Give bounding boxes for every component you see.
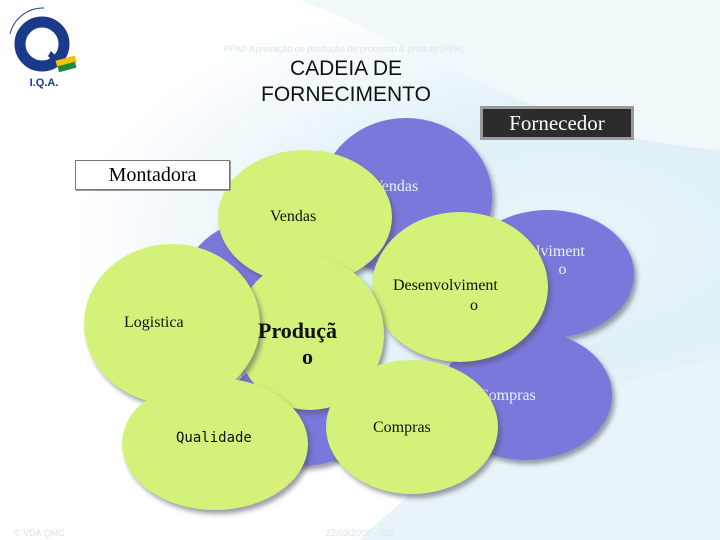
iqa-logo: I.Q.A.: [9, 7, 77, 89]
page-title: CADEIA DE FORNECIMENTO: [236, 56, 456, 108]
assembler-logistica-label: Logistica: [124, 314, 184, 331]
assembler-qualidade-label: Qualidade: [176, 430, 252, 446]
footer-center: 22/03/2008 - 003: [326, 528, 395, 538]
montadora-box: Montadora: [75, 160, 230, 190]
assembler-compras-circle: [326, 360, 498, 494]
title-line-2: FORNECIMENTO: [261, 83, 431, 106]
logo-abbr: I.Q.A.: [30, 77, 59, 89]
fornecedor-box: Fornecedor: [480, 106, 634, 140]
footer-left: © VDA QMC: [14, 528, 65, 538]
assembler-vendas-label: Vendas: [270, 208, 317, 225]
supplier-compras-label: Compras: [478, 387, 536, 404]
assembler-compras-label: Compras: [373, 419, 431, 436]
assembler-logistica-circle: [84, 244, 260, 404]
assembler-desenvolvimento-label: Desenvolviment o: [393, 277, 498, 314]
assembler-producao-label: Produçã o: [258, 318, 338, 369]
title-line-1: CADEIA DE: [289, 57, 403, 80]
assembler-qualidade-circle: [122, 378, 308, 510]
assembler-desenvolvimento-circle: [372, 212, 548, 362]
header-subtitle: PPAP Aprovação de produção de processo &…: [224, 44, 464, 54]
